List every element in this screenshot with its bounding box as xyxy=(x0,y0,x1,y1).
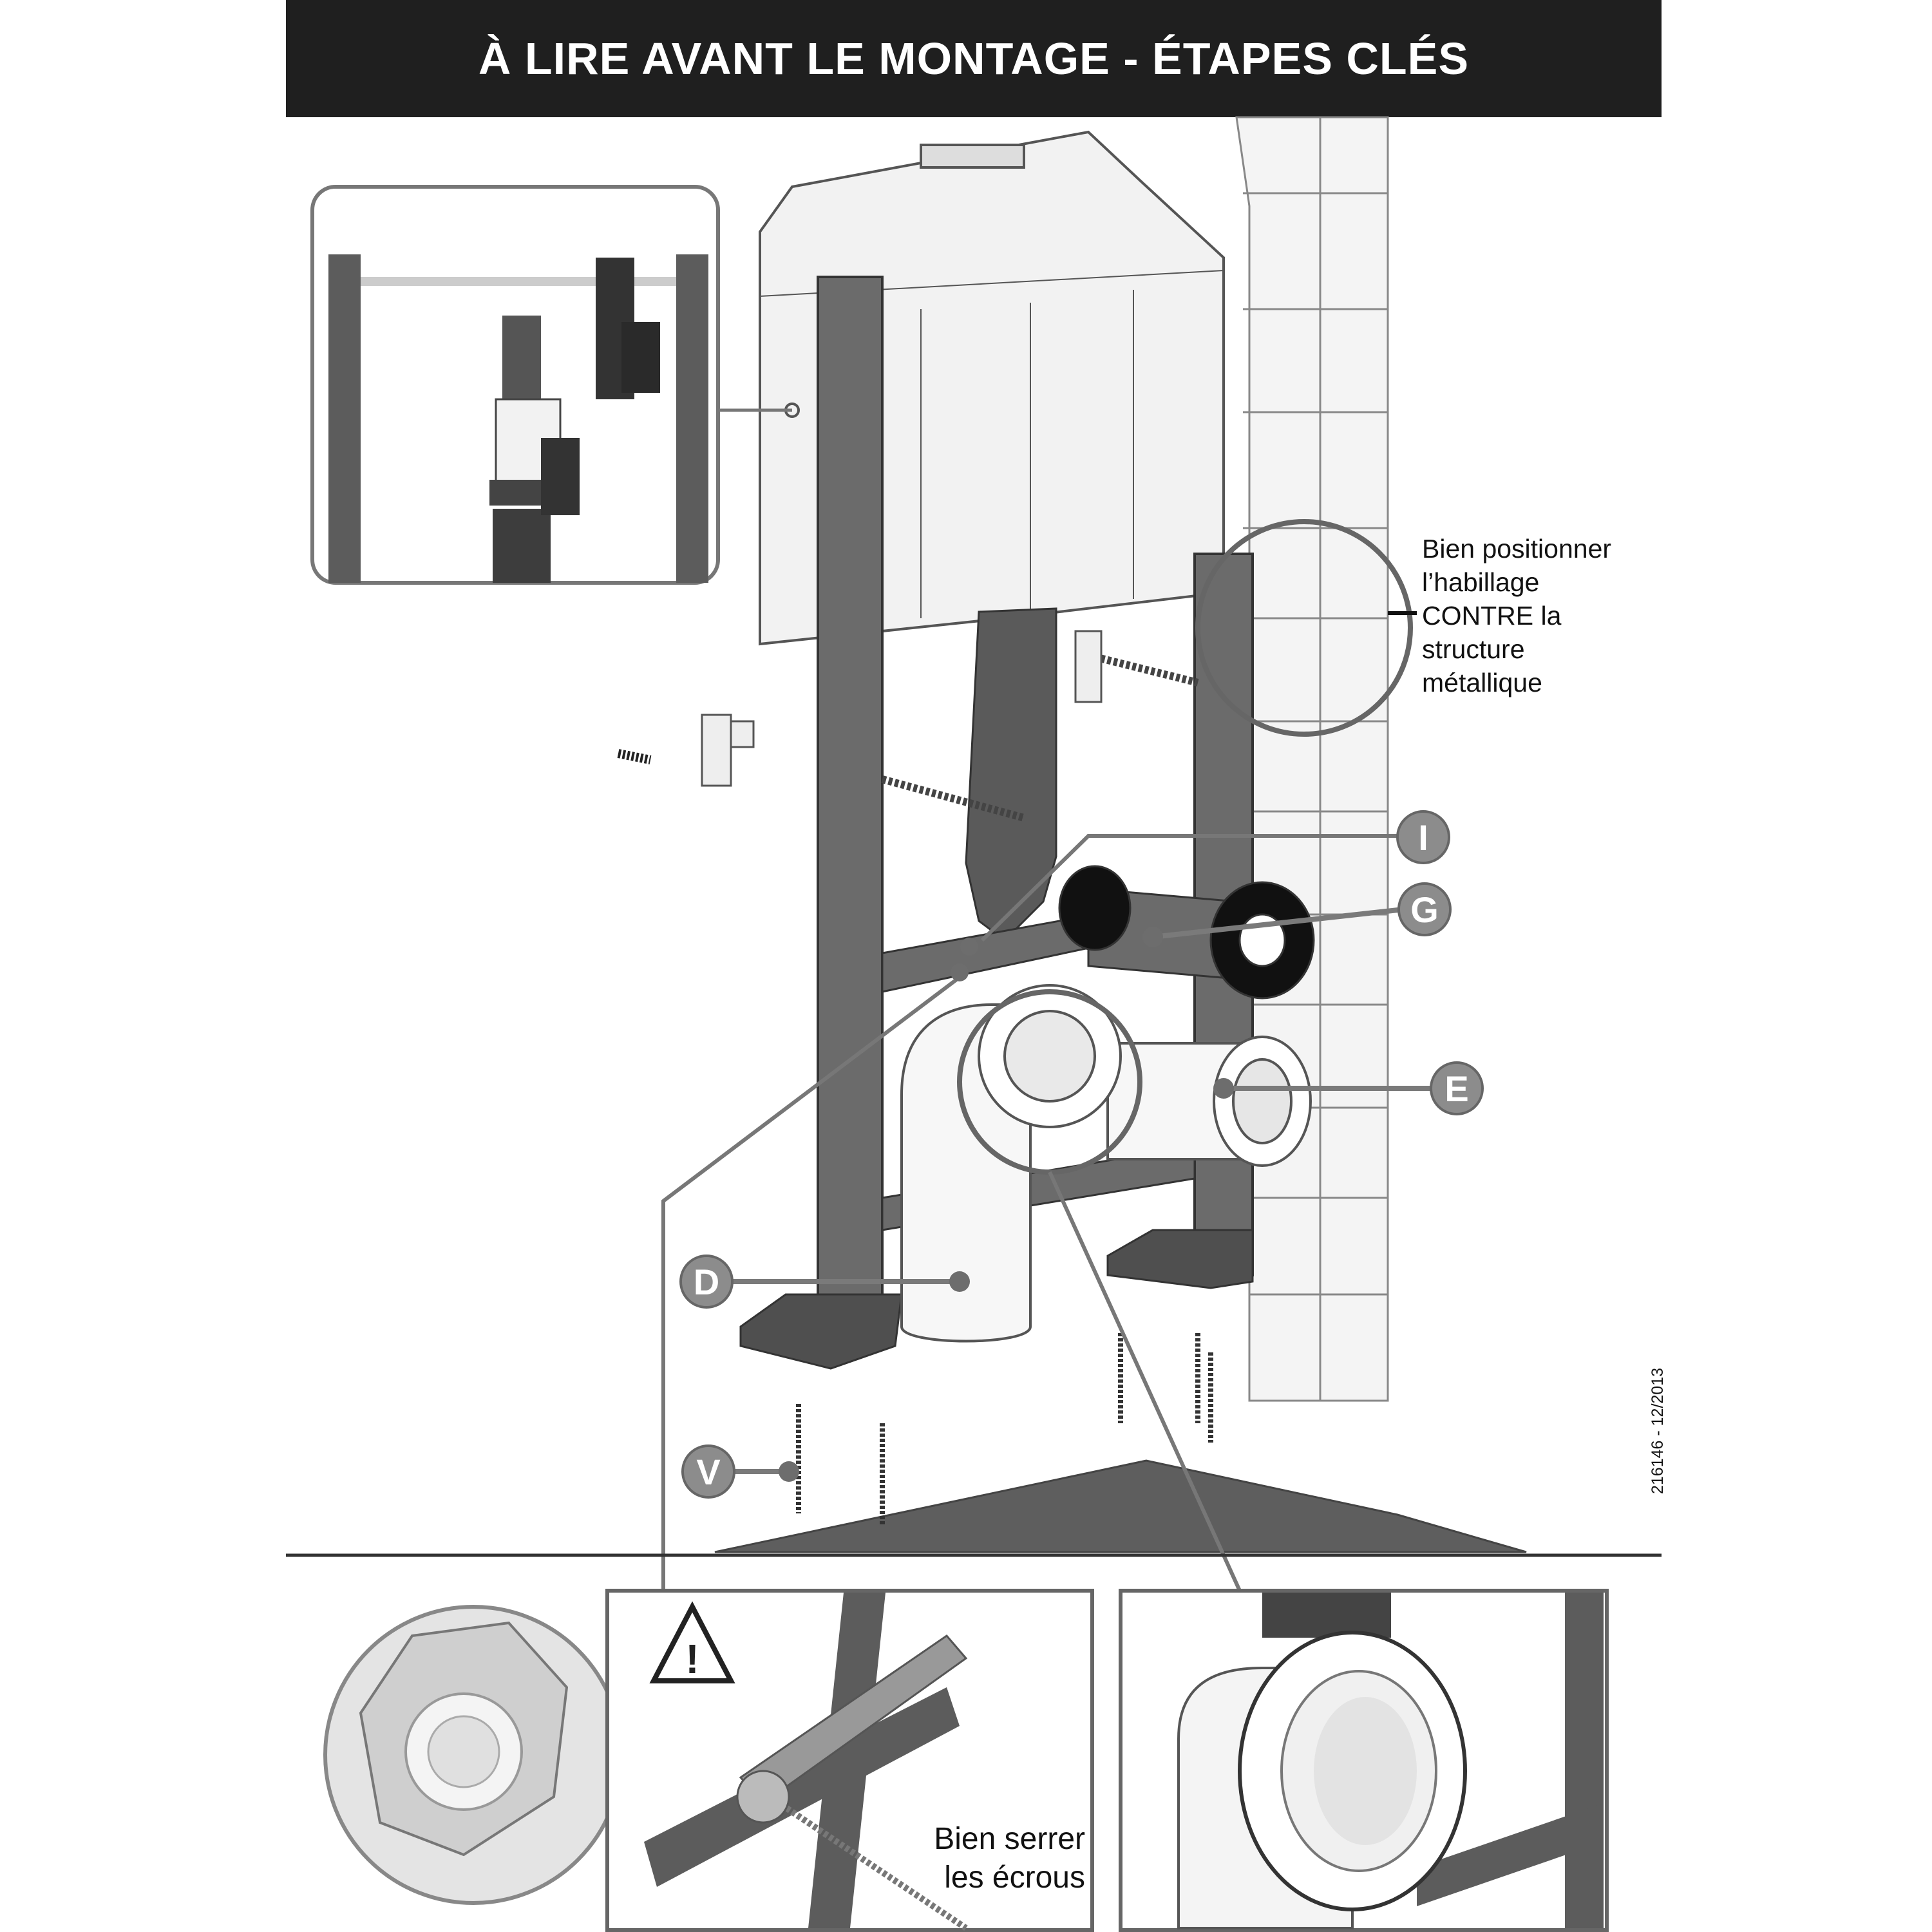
threaded-rod-left xyxy=(881,775,1025,822)
callout-V: V xyxy=(681,1444,735,1499)
inset-cistern-valves xyxy=(310,185,792,585)
svg-text:D: D xyxy=(694,1262,719,1302)
svg-text:!: ! xyxy=(685,1636,699,1682)
warning-icon xyxy=(649,1601,735,1683)
note-position-habillage: Bien positionner l’habillage CONTRE la s… xyxy=(1422,534,1612,697)
panel-clamp-detail xyxy=(1119,1589,1609,1932)
caption-tighten-nuts: Bien serrer les écrous xyxy=(934,1822,1085,1895)
callout-D: D xyxy=(679,1255,734,1309)
floor-slab xyxy=(714,1459,1527,1553)
page-title: À LIRE AVANT LE MONTAGE - ÉTAPES CLÉS xyxy=(286,0,1662,117)
tiled-wall xyxy=(1235,116,1389,1402)
svg-text:G: G xyxy=(1410,889,1439,930)
document-reference: 216146 - 12/2013 xyxy=(1649,1367,1667,1494)
svg-text:E: E xyxy=(1444,1068,1468,1109)
callout-I: I xyxy=(1396,810,1450,864)
callout-G: G xyxy=(1397,882,1452,936)
callout-E: E xyxy=(1430,1061,1484,1115)
zoom-circle-habillage xyxy=(1195,519,1413,737)
svg-text:I: I xyxy=(1418,817,1428,858)
frame-foot-right xyxy=(1106,1229,1254,1289)
magnifier-nut-detail xyxy=(323,1605,623,1905)
svg-text:V: V xyxy=(696,1452,720,1492)
loose-brackets xyxy=(617,630,1103,787)
frame-foot-left xyxy=(739,1293,903,1370)
drain-bend xyxy=(900,984,1312,1343)
floor-anchor-bolts xyxy=(796,1333,1213,1526)
panel-tighten-nuts: ! xyxy=(605,1589,1094,1932)
threaded-rod-right xyxy=(1094,653,1199,687)
frame-upright-left xyxy=(817,276,884,1347)
downpipe xyxy=(965,607,1057,942)
